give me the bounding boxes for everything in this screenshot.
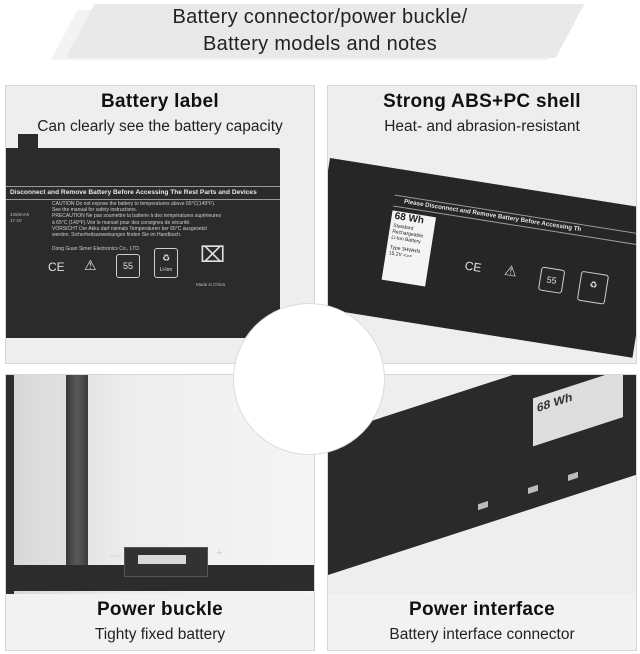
battery-rail [66,375,88,575]
label-warning-body: CAUTION Do not expose the battery to tem… [52,201,272,252]
banner-title: Battery connector/power buckle/ Battery … [0,4,640,58]
panel-1-caption: Battery label Can clearly see the batter… [6,86,314,146]
banner-line-1: Battery connector/power buckle/ [172,6,468,28]
label-vorsicht-2: werden. Sicherheitsanweisungen finden Si… [52,232,182,239]
shell-sticker: 68 Wh Standard Rechargeable Li-Ion Batte… [381,210,437,287]
panel-4-subtitle: Battery interface connector [389,626,575,643]
label-voltage: 17.4V [10,218,22,223]
made-in-label: Made in China [196,282,226,287]
recycle-icon: ♻Li-Ion [154,248,178,278]
plus-mark: + [216,547,223,559]
panel-power-interface: 68 Wh Power interface Battery interface … [327,374,637,651]
shell-warning-icon: ⚠ [503,261,519,280]
shell-recycle-icon: ♻ [576,270,610,305]
buckle-connector [138,555,186,564]
battery-label-photo: Disconnect and Remove Battery Before Acc… [6,134,280,338]
shell-ce-mark: CE [463,258,483,275]
panel-3-subtitle: Tighty fixed battery [94,626,226,643]
label-maker: Dong Guan Simer Electronics Co., LTD. [52,246,141,253]
panel-2-caption: Strong ABS+PC shell Heat- and abrasion-r… [328,86,636,146]
power-buckle-photo: — + [6,375,314,594]
panel-2-subtitle: Heat- and abrasion-resistant [384,118,580,135]
interface-port-3 [568,471,578,482]
no-trash-icon: ⌧ [200,242,226,267]
header-banner: Battery connector/power buckle/ Battery … [0,0,640,66]
china-recycle-mark: 55 [116,254,140,278]
label-caution: CAUTION Do not expose the battery to tem… [52,201,216,207]
shell-china-mark: 55 [537,266,566,294]
panel-4-caption: Power interface Battery interface connec… [328,594,636,650]
label-precaution: PRECAUTION Ne pas soumettre la batterie … [52,213,221,220]
label-capacity: 4250mAh [10,212,30,217]
panel-1-title: Battery label [101,91,219,112]
panel-battery-label: Disconnect and Remove Battery Before Acc… [5,85,315,364]
panel-2-title: Strong ABS+PC shell [383,91,581,112]
panel-3-caption: Power buckle Tighty fixed battery [6,594,314,650]
panel-3-title: Power buckle [96,599,224,620]
minus-mark: — [110,550,121,562]
panel-1-subtitle: Can clearly see the battery capacity [37,118,283,135]
label-see-manual: See the manual for safety instructions. [52,207,138,214]
label-warning-header: Disconnect and Remove Battery Before Acc… [6,186,280,200]
panel-power-buckle: — + Power buckle Tighty fixed battery [5,374,315,651]
panel-shell: Please Disconnect and Remove Battery Bef… [327,85,637,364]
battery-shell-photo: Please Disconnect and Remove Battery Bef… [328,158,636,358]
li-ion-text: Li-Ion [159,267,173,273]
ce-mark: CE [48,260,65,274]
label-specs: 4250mAh 17.4V [10,212,29,224]
interface-sticker: 68 Wh [533,375,623,447]
label-vorsicht: VORSICHT Der Akku darf niemals Temperatu… [52,225,207,232]
warning-triangle-icon: ⚠ [84,257,97,273]
panel-4-title: Power interface [409,599,555,620]
label-precaution-2: à 65°C (149°F).Voir le manuel pour des c… [52,219,191,226]
interface-port-1 [478,501,488,511]
banner-line-2: Battery models and notes [203,33,437,55]
center-circle [233,303,385,455]
interface-port-2 [528,484,538,495]
